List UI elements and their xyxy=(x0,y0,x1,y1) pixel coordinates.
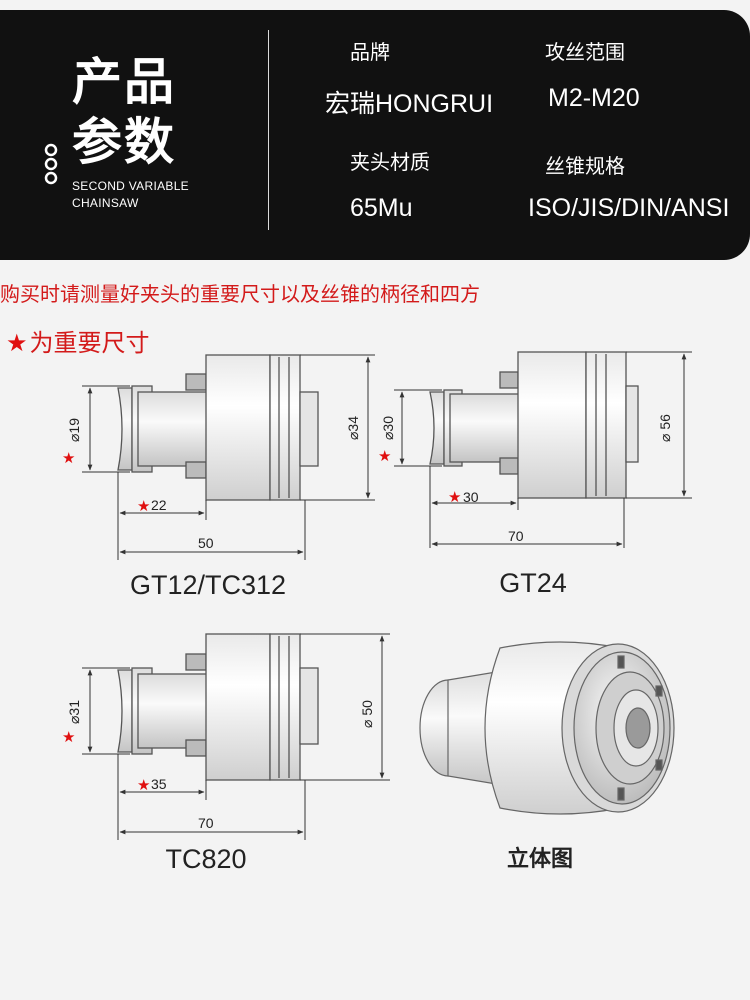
tc820-dimension-lines xyxy=(82,633,390,840)
tc820-model-name: TC820 xyxy=(165,844,246,874)
star-icon: ★ xyxy=(6,329,28,357)
subtitle-line-2: CHAINSAW xyxy=(72,196,139,210)
gt24-total-length: 70 xyxy=(508,528,524,544)
tc820-shank-diameter-star-icon: ★ xyxy=(62,728,75,746)
subtitle-line-1: SECOND VARIABLE xyxy=(72,179,189,193)
gt12-shank-length-star-icon: ★ xyxy=(137,497,150,515)
purchase-note: 购买时请测量好夹头的重要尺寸以及丝锥的柄径和四方 xyxy=(0,282,480,306)
drawing-gt12: ⌀19 ★ ⌀34 ★ 22 50 GT12/TC312 xyxy=(62,354,375,600)
tc820-shank-length-star-icon: ★ xyxy=(137,776,150,794)
panel-subtitle: SECOND VARIABLE CHAINSAW xyxy=(72,178,189,212)
iso-view-caption: 立体图 xyxy=(507,846,573,872)
tc820-shank-length: 35 xyxy=(151,776,167,792)
important-note-text: 为重要尺寸 xyxy=(29,329,150,357)
tc820-shank-diameter: ⌀31 xyxy=(66,700,82,724)
gt24-shank-diameter: ⌀30 xyxy=(380,416,396,440)
tc820-holder-outline xyxy=(117,633,319,781)
tap-spec-label: 丝锥规格 xyxy=(545,154,625,178)
drawing-tc820: ⌀31 ★ ⌀ 50 ★ 35 70 TC820 xyxy=(62,633,390,874)
gt24-shank-length: 30 xyxy=(463,489,479,505)
gt12-shank-length: 22 xyxy=(151,497,167,513)
gt24-body-diameter: ⌀ 56 xyxy=(657,414,673,442)
gt12-body-diameter: ⌀34 xyxy=(345,416,361,440)
drawing-gt24: ⌀30 ★ ⌀ 56 ★ 30 70 GT24 xyxy=(378,351,692,598)
gt12-shank-diameter-star-icon: ★ xyxy=(62,449,75,467)
chain-link-icon xyxy=(44,143,58,185)
gt24-shank-length-star-icon: ★ xyxy=(448,488,461,506)
product-params-panel: 产品 参数 SECOND VARIABLE CHAINSAW 品牌 宏瑞HONG… xyxy=(0,10,750,260)
gt24-dimension-lines xyxy=(394,351,692,548)
gt24-model-name: GT24 xyxy=(499,568,567,598)
title-line-2: 参数 xyxy=(72,113,176,171)
range-value: M2-M20 xyxy=(548,84,640,112)
brand-value: 宏瑞HONGRUI xyxy=(325,90,494,118)
tc820-total-length: 70 xyxy=(198,815,214,831)
gt12-shank-diameter: ⌀19 xyxy=(66,418,82,442)
brand-label: 品牌 xyxy=(350,40,390,64)
iso-holder-render xyxy=(419,641,675,815)
gt24-holder-outline xyxy=(429,351,639,499)
range-label: 攻丝范围 xyxy=(545,40,625,64)
title-line-1: 产品 xyxy=(72,53,176,111)
panel-divider xyxy=(268,30,269,230)
gt12-holder-outline xyxy=(117,354,319,501)
material-label: 夹头材质 xyxy=(350,150,430,174)
technical-drawings: ⌀19 ★ ⌀34 ★ 22 50 GT12/TC312 xyxy=(62,351,692,874)
tc820-body-diameter: ⌀ 50 xyxy=(359,700,375,728)
tap-spec-value: ISO/JIS/DIN/ANSI xyxy=(528,194,730,222)
gt12-model-name: GT12/TC312 xyxy=(130,570,286,600)
material-value: 65Mu xyxy=(350,194,413,222)
important-dimension-note: ★为重要尺寸 xyxy=(6,323,150,358)
panel-title: 产品 参数 xyxy=(72,52,176,172)
isometric-view: 立体图 xyxy=(419,641,675,872)
gt12-total-length: 50 xyxy=(198,535,214,551)
gt12-dimension-lines xyxy=(82,354,375,560)
gt24-shank-diameter-star-icon: ★ xyxy=(378,447,391,465)
